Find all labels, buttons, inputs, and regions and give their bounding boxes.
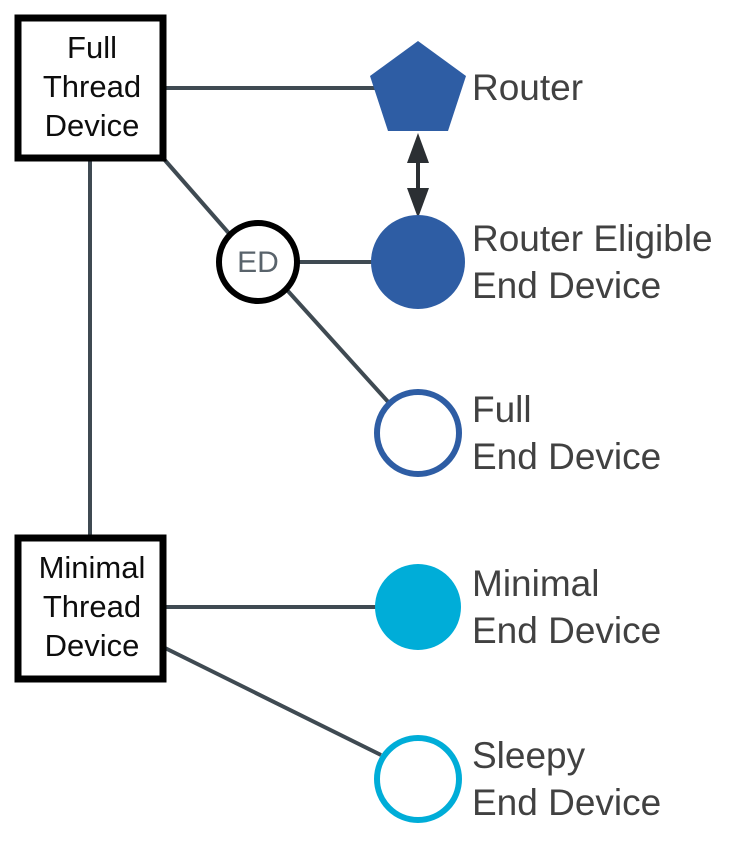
minimal-end-device-label-line-2: End Device xyxy=(472,610,661,651)
legend-item-router[interactable]: Router xyxy=(370,41,583,131)
minimal-thread-device-label-line-3: Device xyxy=(45,628,140,663)
minimal-end-device-circle-icon[interactable] xyxy=(375,564,461,650)
full-end-device-label-line-1: Full xyxy=(472,389,532,430)
full-end-device-label-line-2: End Device xyxy=(472,436,661,477)
sleepy-end-device-label-line-2: End Device xyxy=(472,782,661,823)
full-thread-device-box[interactable] xyxy=(14,14,167,162)
connector-layer xyxy=(88,86,392,757)
end-device-hub-label: ED xyxy=(237,246,279,279)
minimal-thread-device-label-line-1: Minimal xyxy=(39,550,146,585)
connector-ftd-to-ed xyxy=(161,156,235,240)
node-minimal-thread-device[interactable]: Minimal Thread Device xyxy=(14,534,167,683)
minimal-thread-device-box[interactable] xyxy=(14,534,167,683)
full-thread-device-label-line-3: Device xyxy=(45,108,140,143)
end-device-hub-circle[interactable] xyxy=(216,220,300,304)
router-pentagon-icon[interactable] xyxy=(370,41,466,131)
double-arrow-router-reed xyxy=(407,133,429,218)
legend-item-minimal-end-device[interactable]: Minimal End Device xyxy=(375,563,661,651)
router-eligible-end-device-label-line-1: Router Eligible xyxy=(472,218,713,259)
legend-item-full-end-device[interactable]: Full End Device xyxy=(374,389,661,477)
legend-item-sleepy-end-device[interactable]: Sleepy End Device xyxy=(374,735,661,823)
connector-mtd-to-sed xyxy=(162,645,382,757)
arrow-head-down-icon xyxy=(407,188,429,218)
router-eligible-end-device-circle-icon[interactable] xyxy=(371,215,465,309)
full-thread-device-label-line-2: Thread xyxy=(43,69,141,104)
node-full-thread-device[interactable]: Full Thread Device xyxy=(14,14,167,162)
legend-item-router-eligible-end-device[interactable]: Router Eligible End Device xyxy=(371,215,713,309)
router-eligible-end-device-label-line-2: End Device xyxy=(472,265,661,306)
connector-ed-to-fed xyxy=(285,288,392,406)
full-thread-device-label-line-1: Full xyxy=(67,30,117,65)
full-end-device-circle-icon[interactable] xyxy=(374,389,462,477)
router-label: Router xyxy=(472,67,583,108)
sleepy-end-device-label-line-1: Sleepy xyxy=(472,735,586,776)
node-end-device-hub[interactable]: ED xyxy=(216,220,300,304)
sleepy-end-device-circle-icon[interactable] xyxy=(374,735,462,823)
arrow-head-up-icon xyxy=(407,133,429,163)
minimal-end-device-label-line-1: Minimal xyxy=(472,563,599,604)
minimal-thread-device-label-line-2: Thread xyxy=(43,589,141,624)
